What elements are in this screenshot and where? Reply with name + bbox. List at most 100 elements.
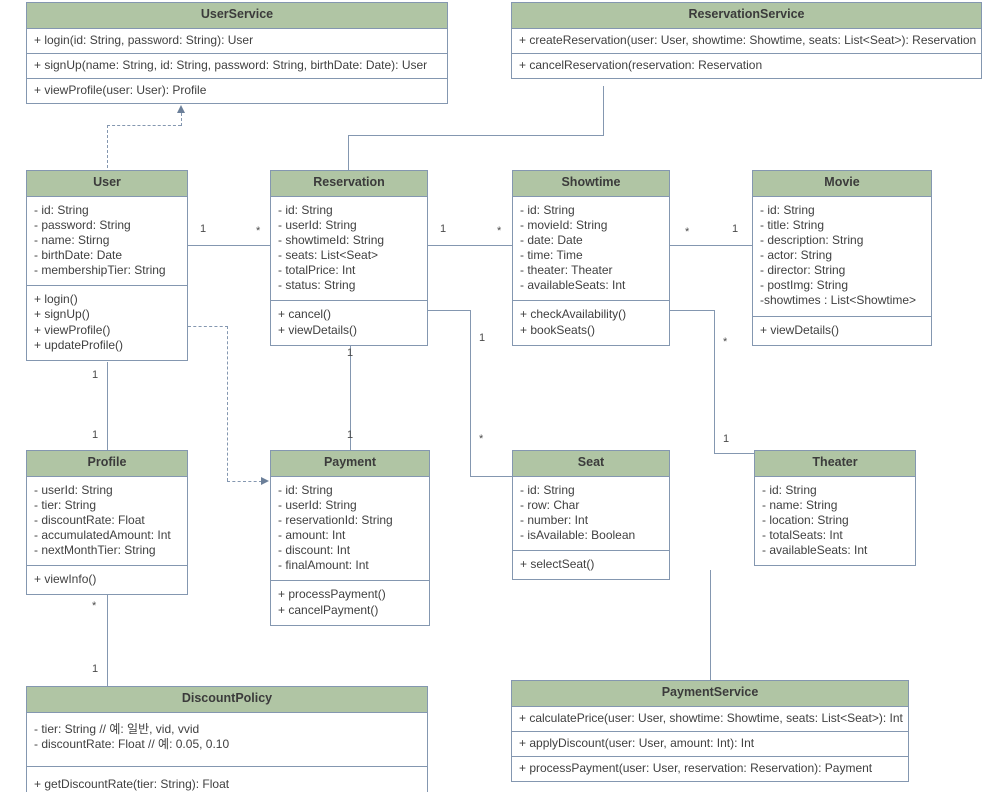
method-row: + updateProfile() [34,337,124,352]
connector-reservation-seat-v [470,310,471,476]
method-row: + viewDetails() [760,322,840,337]
class-box-theater[interactable]: Theater - id: String - name: String - lo… [754,450,916,567]
method-row: + viewProfile(user: User): Profile [34,82,207,97]
attribute-row: - id: String [762,482,817,497]
method-row: + viewProfile() [34,322,111,337]
class-title-reservation: Reservation [271,171,427,197]
connector-user-payment-v [227,326,228,481]
attribute-row: - finalAmount: Int [278,558,369,573]
attribute-row: - accumulatedAmount: Int [34,528,171,543]
method-row: + selectSeat() [520,557,595,572]
multiplicity-showtime-movie-dst: 1 [732,223,739,235]
connector-seat-paymentservice-v [710,570,711,680]
attribute-row: - id: String [520,482,575,497]
method-row: + login() [34,292,78,307]
class-title-user: User [27,171,187,197]
class-box-payment[interactable]: Payment - id: String - userId: String - … [270,450,430,626]
connector-user-profile [107,362,108,452]
arrowhead-userservice-dependency-icon [177,105,185,113]
connector-reservationservice-v2 [348,135,349,170]
class-attributes-theater: - id: String - name: String - location: … [755,477,915,566]
attribute-row: - nextMonthTier: String [34,543,156,558]
class-methods-seat: + selectSeat() [513,550,669,579]
class-title-theater: Theater [755,451,915,477]
attribute-row: - movieId: String [520,217,608,232]
method-row: + login(id: String, password: String): U… [34,32,254,47]
attribute-row: - reservationId: String [278,512,393,527]
attribute-row: - totalSeats: Int [762,528,843,543]
class-box-paymentservice[interactable]: PaymentService + calculatePrice(user: Us… [511,680,909,783]
connector-user-to-userservice-v2 [181,113,182,126]
method-row: + viewInfo() [34,572,97,587]
attribute-row: - showtimeId: String [278,232,385,247]
connector-showtime-theater-h-bottom [714,453,754,454]
class-box-reservationservice[interactable]: ReservationService + createReservation(u… [511,2,982,79]
attribute-row: - id: String [34,202,89,217]
multiplicity-reservation-showtime-dst: * [497,225,502,237]
connector-reservationservice-h [348,135,604,136]
class-attributes-user: - id: String - password: String - name: … [27,197,187,286]
class-box-discountpolicy[interactable]: DiscountPolicy - tier: String // 예: 일반, … [26,686,428,792]
class-box-profile[interactable]: Profile - userId: String - tier: String … [26,450,188,596]
class-title-payment: Payment [271,451,429,477]
class-methods-userservice-2: + signUp(name: String, id: String, passw… [27,52,447,78]
class-title-showtime: Showtime [513,171,669,197]
attribute-row: - password: String [34,217,131,232]
multiplicity-user-profile-dst: 1 [92,429,99,441]
method-row: + processPayment() [278,587,386,602]
method-row: + checkAvailability() [520,307,627,322]
attribute-row: - discount: Int [278,543,351,558]
class-box-userservice[interactable]: UserService + login(id: String, password… [26,2,448,105]
attribute-row: - date: Date [520,232,583,247]
attribute-row: - postImg: String [760,278,849,293]
attribute-row: - id: String [278,202,333,217]
attribute-row: - name: String [762,497,838,512]
class-title-discountpolicy: DiscountPolicy [27,687,427,713]
method-row: + cancelPayment() [278,602,379,617]
attribute-row: - row: Char [520,497,580,512]
class-box-showtime[interactable]: Showtime - id: String - movieId: String … [512,170,670,346]
attribute-row: - actor: String [760,248,833,263]
class-box-movie[interactable]: Movie - id: String - title: String - des… [752,170,932,346]
attribute-row: - id: String [760,202,815,217]
attribute-row: - tier: String [34,497,97,512]
class-methods-paymentservice-2: + applyDiscount(user: User, amount: Int)… [512,730,908,756]
connector-user-payment-h-bottom [227,481,262,482]
class-box-user[interactable]: User - id: String - password: String - n… [26,170,188,361]
attribute-row: - membershipTier: String [34,263,166,278]
method-row: + calculatePrice(user: User, showtime: S… [519,710,903,725]
class-attributes-seat: - id: String - row: Char - number: Int -… [513,477,669,550]
attribute-row: - name: Stirng [34,232,110,247]
attribute-row: - id: String [520,202,575,217]
attribute-row: - seats: List<Seat> [278,248,379,263]
class-methods-payment: + processPayment() + cancelPayment() [271,580,429,624]
class-methods-paymentservice: + calculatePrice(user: User, showtime: S… [512,707,908,731]
attribute-row: - location: String [762,512,849,527]
attribute-row: - birthDate: Date [34,248,123,263]
attribute-row: - availableSeats: Int [762,543,868,558]
class-methods-showtime: + checkAvailability() + bookSeats() [513,300,669,344]
attribute-row: - title: String [760,217,825,232]
method-row: + viewDetails() [278,322,358,337]
attribute-row: - director: String [760,263,846,278]
connector-reservation-seat-h-bottom [470,476,512,477]
attribute-row: - id: String [278,482,333,497]
class-methods-discountpolicy: + getDiscountRate(tier: String): Float [27,765,427,792]
class-methods-paymentservice-3: + processPayment(user: User, reservation… [512,755,908,781]
class-box-reservation[interactable]: Reservation - id: String - userId: Strin… [270,170,428,346]
class-title-paymentservice: PaymentService [512,681,908,707]
class-attributes-showtime: - id: String - movieId: String - date: D… [513,197,669,301]
method-row: + cancel() [278,307,332,322]
connector-user-reservation [188,245,270,246]
multiplicity-showtime-theater-dst: 1 [723,433,730,445]
connector-reservation-showtime [428,245,512,246]
class-box-seat[interactable]: Seat - id: String - row: Char - number: … [512,450,670,581]
attribute-row: - totalPrice: Int [278,263,356,278]
multiplicity-reservation-payment-dst: 1 [347,429,354,441]
class-title-userservice: UserService [27,3,447,29]
connector-user-to-userservice-v1 [107,125,108,183]
multiplicity-reservation-seat-src: 1 [479,332,486,344]
method-row: + bookSeats() [520,322,596,337]
class-methods-user: + login() + signUp() + viewProfile() + u… [27,285,187,359]
attribute-row: - availableSeats: Int [520,278,626,293]
